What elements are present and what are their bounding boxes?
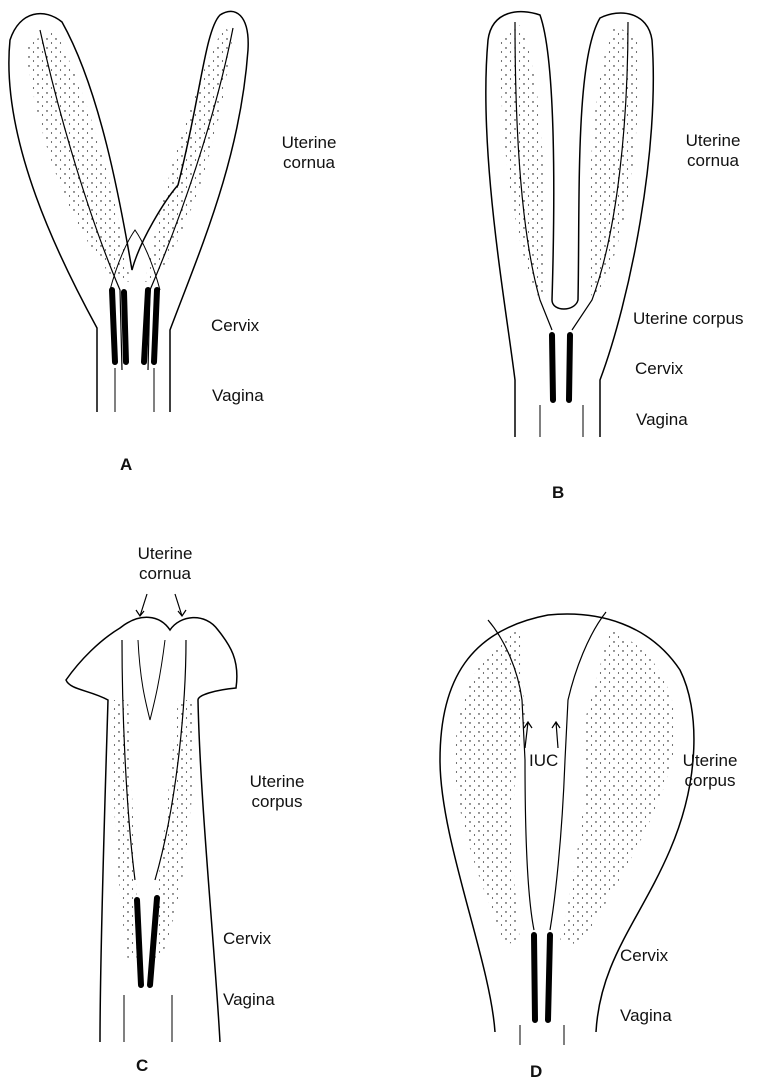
panel-c-letter: C bbox=[136, 1056, 148, 1076]
panel-d-corpus-label: Uterine corpus bbox=[670, 751, 750, 791]
panel-a-cervix-label: Cervix bbox=[211, 316, 259, 336]
panel-a-drawing bbox=[9, 11, 248, 412]
panel-a-cervix-left bbox=[112, 290, 115, 362]
panel-a-vagina-label: Vagina bbox=[212, 386, 264, 406]
panel-b-cornua-label-line1: Uterine bbox=[672, 131, 754, 151]
panel-c-cornua-label-line1: Uterine bbox=[120, 544, 210, 564]
panel-c-corpus-label-line1: Uterine bbox=[242, 772, 312, 792]
panel-b-cornua-label: Uterine cornua bbox=[672, 131, 754, 171]
panel-d-iuc-label: IUC bbox=[529, 751, 558, 771]
panel-b-cervix-left bbox=[552, 335, 553, 400]
panel-a-cornua-label: Uterine cornua bbox=[268, 133, 350, 173]
panel-a-cornua-label-line2: cornua bbox=[268, 153, 350, 173]
panel-d-cervix-left bbox=[534, 935, 535, 1020]
panel-c-cornua-label-line2: cornua bbox=[120, 564, 210, 584]
panel-c-arrow-right bbox=[175, 594, 186, 616]
panel-a-cervix-left-inner bbox=[124, 292, 126, 362]
panel-c-cornua-label: Uterine cornua bbox=[120, 544, 210, 584]
panel-d-corpus-label-line2: corpus bbox=[670, 771, 750, 791]
panel-b-drawing bbox=[486, 12, 653, 437]
panel-a-cornua-label-line1: Uterine bbox=[268, 133, 350, 153]
panel-c-arrow-left bbox=[136, 594, 147, 616]
panel-d-cervix-right bbox=[548, 935, 550, 1020]
panel-c-vagina-label: Vagina bbox=[223, 990, 275, 1010]
panel-a-cervix-right bbox=[144, 290, 148, 362]
panel-d-drawing bbox=[440, 612, 694, 1045]
panel-d-letter: D bbox=[530, 1062, 542, 1082]
panel-b-letter: B bbox=[552, 483, 564, 503]
panel-d-corpus-label-line1: Uterine bbox=[670, 751, 750, 771]
panel-b-cornua-label-line2: cornua bbox=[672, 151, 754, 171]
panel-b-vagina-label: Vagina bbox=[636, 410, 688, 430]
panel-b-cervix-label: Cervix bbox=[635, 359, 683, 379]
panel-c-cervix-left bbox=[137, 900, 141, 985]
panel-b-cervix-right bbox=[569, 335, 570, 400]
panel-d-vagina-label: Vagina bbox=[620, 1006, 672, 1026]
panel-c-corpus-label-line2: corpus bbox=[242, 792, 312, 812]
panel-c-drawing bbox=[66, 594, 237, 1042]
panel-d-cervix-label: Cervix bbox=[620, 946, 668, 966]
panel-a-cervix-right-inner bbox=[154, 290, 157, 362]
panel-c-corpus-label: Uterine corpus bbox=[242, 772, 312, 812]
panel-c-cervix-label: Cervix bbox=[223, 929, 271, 949]
panel-b-corpus-label: Uterine corpus bbox=[633, 309, 744, 329]
panel-a-letter: A bbox=[120, 455, 132, 475]
